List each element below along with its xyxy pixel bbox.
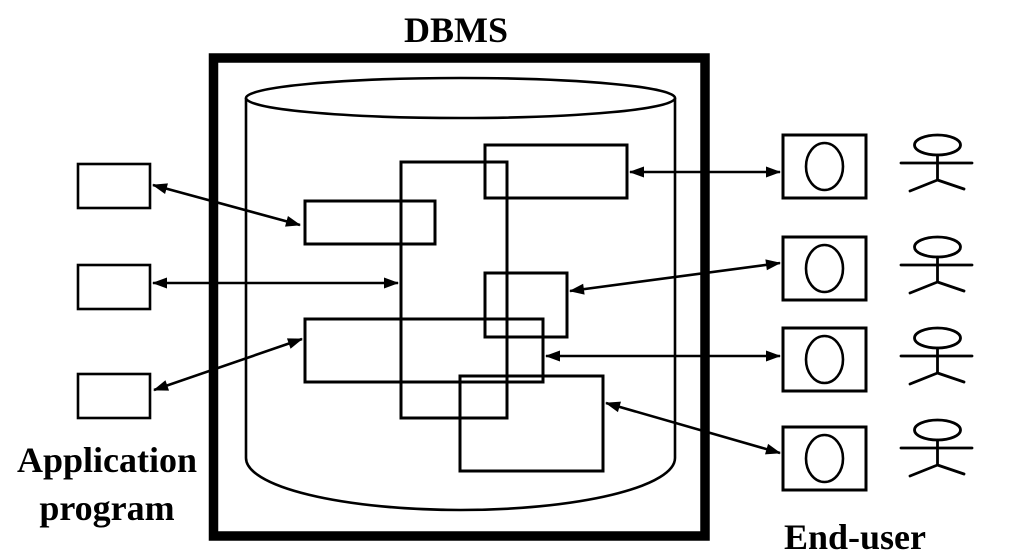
application-program-label-line1: Application — [16, 440, 198, 480]
terminal-frame — [781, 235, 868, 302]
terminal-screen-oval — [804, 243, 845, 294]
cylinder-top — [244, 76, 677, 120]
database-modules — [303, 143, 629, 473]
user-legs — [908, 178, 966, 193]
user-head — [913, 418, 962, 442]
end-user-icons — [899, 133, 974, 478]
terminal-frame — [781, 425, 868, 492]
module-rect — [399, 160, 509, 420]
end-user-icon — [899, 326, 974, 386]
module-rect — [303, 199, 437, 246]
application-program-box — [76, 263, 152, 311]
module-rect — [483, 271, 569, 339]
arrow-terminal2-module — [569, 259, 781, 295]
user-head — [913, 326, 962, 350]
diagram-title: DBMS — [403, 10, 508, 50]
cylinder-body — [244, 98, 677, 512]
dbms-boundary-box — [208, 53, 710, 541]
arrow-app1-module — [152, 183, 301, 227]
terminal-screen-oval — [804, 141, 845, 192]
application-program-label: Application program — [0, 436, 214, 532]
application-program-box — [76, 162, 152, 210]
terminal-frame — [781, 326, 868, 393]
end-user-icon — [899, 418, 974, 478]
terminal-icon — [781, 425, 868, 492]
terminal-icon — [781, 326, 868, 393]
user-legs — [908, 280, 966, 295]
database-cylinder-icon — [244, 76, 677, 512]
end-user-label: End-user — [783, 517, 927, 557]
arrow-app3-module — [153, 337, 303, 392]
module-rect — [458, 374, 605, 473]
user-legs — [908, 463, 966, 478]
terminal-screen-oval — [804, 334, 845, 385]
arrow-terminal4-module — [605, 401, 781, 455]
application-program-box — [76, 372, 152, 420]
connection-arrows — [152, 166, 781, 455]
user-legs — [908, 371, 966, 386]
terminal-icon — [781, 235, 868, 302]
application-program-boxes — [76, 162, 152, 420]
module-rect — [483, 143, 629, 200]
terminal-frame — [781, 133, 868, 200]
end-user-icon — [899, 235, 974, 295]
user-head — [913, 133, 962, 157]
user-head — [913, 235, 962, 259]
terminal-icons — [781, 133, 868, 492]
terminal-screen-oval — [804, 433, 845, 484]
terminal-icon — [781, 133, 868, 200]
end-user-icon — [899, 133, 974, 193]
application-program-label-line2: program — [39, 488, 175, 528]
module-rect — [303, 317, 545, 384]
